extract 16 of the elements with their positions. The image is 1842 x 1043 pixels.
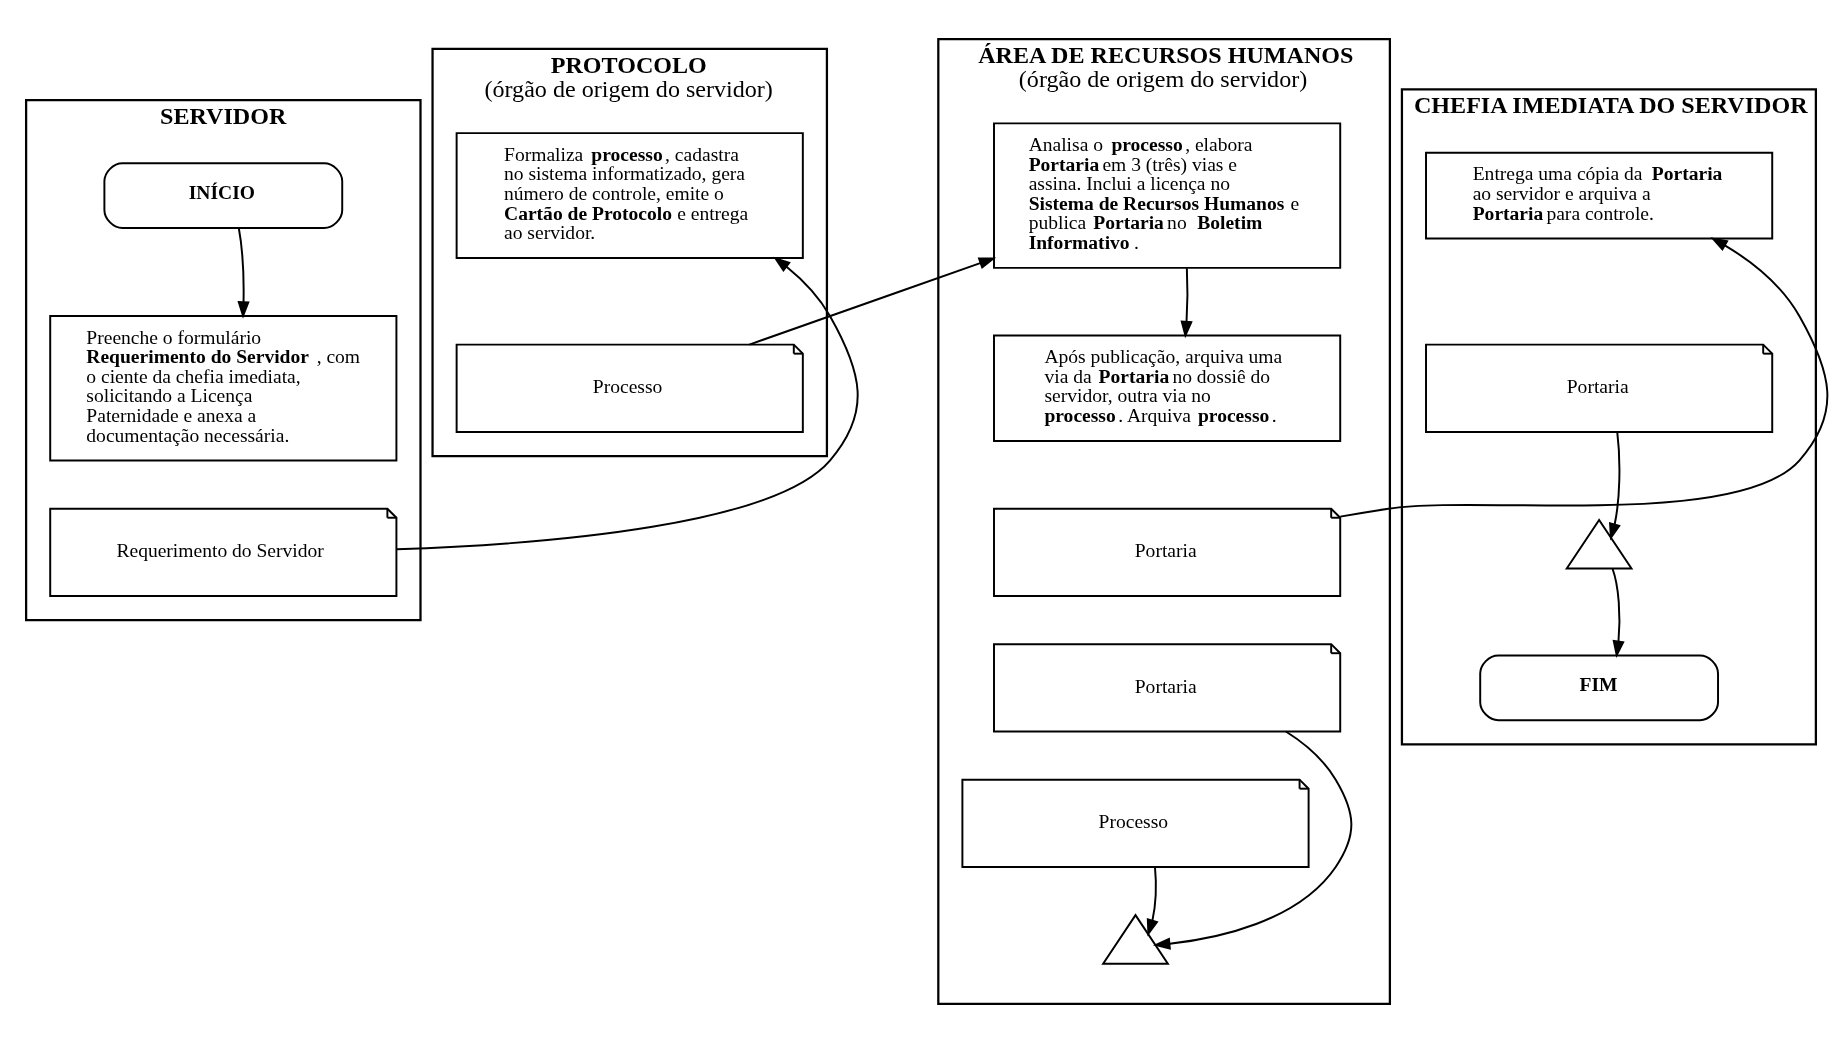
node-box: Formaliza processo, cadastra no sistema informatizado, gera número de controle, emite o Cartão de Protocolo e entrega ao servidor. <box>455 132 804 260</box>
arrow <box>1609 431 1621 541</box>
arrow <box>237 227 250 319</box>
arrow <box>748 257 997 346</box>
arrow <box>395 256 859 551</box>
node-box: Após publicação, arquiva uma via da Portaria no dossiê do servidor, outra via no processo. Arquiva processo. <box>993 334 1342 442</box>
arrow <box>1152 730 1353 950</box>
arrow <box>1339 237 1829 518</box>
node-box: Analisa o processo, elabora Portaria em 3 (três) vias e assina. Inclui a licença no Sistema de Recursos Humanos e publica Portaria no Boletim Informativo. <box>993 122 1342 269</box>
arrow <box>1180 267 1193 339</box>
arrow <box>1611 567 1625 658</box>
node-box: FIM <box>1479 654 1719 722</box>
node-box: INÍCIO <box>103 162 344 229</box>
arrow <box>1146 866 1159 937</box>
node-box: Entrega uma cópia da Portaria ao servidor e arquiva a Portaria para controle. <box>1425 151 1774 240</box>
node-box: Preenche o formulário Requerimento do Servidor, com o ciente da chefia imediata, solicitando a Licença Paternidade e anexa a documentação necessária. <box>49 315 398 462</box>
